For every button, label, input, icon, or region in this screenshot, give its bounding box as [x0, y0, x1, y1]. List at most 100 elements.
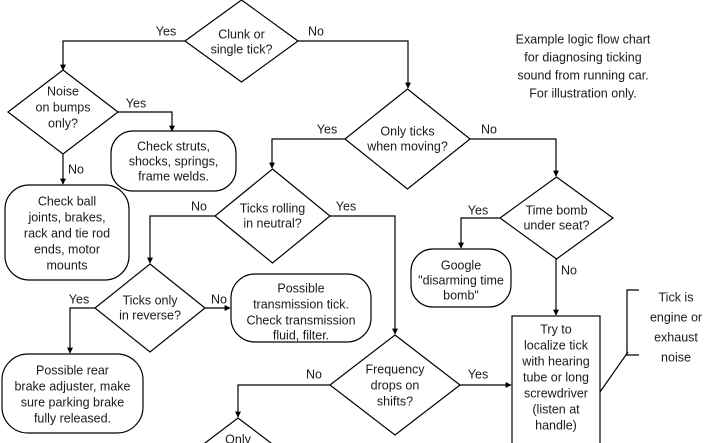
node-label-line: localize tick [524, 338, 589, 352]
diamond-shape [214, 168, 331, 264]
caption-line: sound from running car. [517, 68, 648, 82]
rounded-shape [4, 184, 130, 281]
node-clunk-or-single-tick[interactable]: Clunk or single tick? [183, 0, 300, 83]
rounded-shape [230, 273, 372, 343]
leader-localize-to-annotation [599, 351, 629, 393]
edge-label-bumps-no: No [68, 162, 84, 176]
node-label-line: screwdriver [524, 386, 588, 400]
node-label-line: frame welds. [138, 169, 209, 183]
diamond-shape [94, 263, 206, 353]
annotation-line: Tick is [659, 290, 694, 304]
edge-label-moving-yes: Yes [317, 122, 337, 136]
node-label-line: Possible [277, 281, 324, 295]
edge-bumps-yes-struts [118, 111, 175, 132]
node-label-line: transmission tick. [253, 297, 349, 311]
node-label-line: ends, motor [34, 242, 100, 256]
edge-label-clunk-yes: Yes [156, 24, 176, 38]
edge-label-reverse-yes: Yes [69, 292, 89, 306]
node-label-line: brake adjuster, make [14, 379, 130, 393]
node-label-line: Try to [540, 322, 572, 336]
node-label-line: joints, brakes, [27, 210, 105, 224]
node-label-line: (listen at [532, 402, 580, 416]
caption-line: For illustration only. [529, 86, 636, 100]
node-possible-rear-brake-adjuster[interactable]: Possible rear brake adjuster, make sure … [1, 353, 144, 434]
node-label-line: Time bomb [525, 203, 587, 217]
edge-reverse-yes-rearbrake [67, 307, 95, 354]
diamond-shape [204, 417, 272, 443]
node-label-line: "disarming time [418, 273, 504, 287]
node-label-line: Ticks only [122, 293, 178, 307]
chart-caption: Example logic flow chart for diagnosing … [516, 32, 651, 100]
diamond-shape [344, 88, 471, 190]
node-only-ticks-when-moving[interactable]: Only ticks when moving? [344, 88, 471, 190]
edge-label-neutral-no: No [191, 199, 207, 213]
diamond-shape [329, 334, 461, 436]
node-label-line: Noise [47, 84, 79, 98]
bracket-icon [626, 289, 639, 356]
node-label-line: fluid, filter. [273, 328, 329, 342]
node-label-line: in neutral? [243, 216, 301, 230]
edge-frequency-no-only [235, 384, 330, 418]
node-label-line: Check transmission [246, 313, 355, 327]
node-label-line: when moving? [366, 139, 448, 153]
annotation-line: noise [661, 350, 691, 364]
node-label-line: with hearing [521, 354, 589, 368]
diamond-shape [7, 69, 119, 155]
caption-line: Example logic flow chart [516, 32, 651, 46]
edge-label-timebomb-no: No [561, 263, 577, 277]
rounded-shape [410, 248, 512, 308]
edge-moving-yes-neutral [269, 138, 345, 169]
node-label-line: only? [48, 116, 78, 130]
node-check-struts[interactable]: Check struts, shocks, springs, frame wel… [110, 130, 237, 192]
node-label-line: Possible rear [36, 363, 109, 377]
node-label-line: Check struts, [137, 139, 210, 153]
node-label-line: single tick? [211, 42, 273, 56]
rect-shape [511, 315, 601, 443]
node-label-line: shifts? [377, 394, 413, 408]
node-ticks-only-in-reverse[interactable]: Ticks only in reverse? [94, 263, 206, 353]
edge-timebomb-yes-google [458, 217, 500, 249]
node-label-line: shocks, springs, [129, 154, 219, 168]
node-label-line: mounts [47, 258, 88, 272]
edge-label-clunk-no: No [308, 24, 324, 38]
node-label-line: Clunk or [218, 27, 265, 41]
node-label-line: in reverse? [119, 308, 181, 322]
diamond-shape [498, 176, 615, 260]
edge-label-reverse-no: No [211, 292, 227, 306]
edge-neutral-yes-frequency [330, 215, 398, 335]
node-label-line: drops on [371, 378, 420, 392]
edge-label-layer: Yes No Yes No Yes No No Yes Yes No Yes N… [68, 24, 577, 381]
node-time-bomb-under-seat[interactable]: Time bomb under seat? [498, 176, 615, 260]
edge-neutral-no-reverse [147, 215, 215, 264]
node-try-to-localize-tick[interactable]: Try to localize tick with hearing tube o… [511, 315, 601, 443]
edge-label-frequency-no: No [306, 367, 322, 381]
node-check-ball-joints[interactable]: Check ball joints, brakes, rack and tie … [4, 184, 130, 281]
node-ticks-rolling-in-neutral[interactable]: Ticks rolling in neutral? [214, 168, 331, 264]
node-only-clipped[interactable]: Only [180, 417, 296, 443]
node-label-line: under seat? [523, 218, 589, 232]
rounded-shape [1, 353, 144, 434]
node-possible-transmission-tick[interactable]: Possible transmission tick. Check transm… [230, 273, 372, 343]
node-noise-on-bumps[interactable]: Noise on bumps only? [7, 69, 119, 155]
edge-label-bumps-yes: Yes [126, 96, 146, 110]
node-label-line: rack and tie rod [24, 226, 110, 240]
diamond-shape [183, 0, 300, 83]
caption-line: for diagnosing ticking [524, 50, 641, 64]
node-label-line: handle) [535, 418, 577, 432]
edge-label-frequency-yes: Yes [468, 367, 488, 381]
node-label-line: fully released. [34, 411, 111, 425]
node-google-disarming-time-bomb[interactable]: Google "disarming time bomb" [410, 248, 512, 308]
edge-label-neutral-yes: Yes [336, 199, 356, 213]
node-label-line: sure parking brake [21, 395, 125, 409]
node-label-line: Ticks rolling [240, 201, 306, 215]
annotation-line: engine or [650, 310, 702, 324]
edge-clunk-no-moving [298, 40, 411, 89]
connector-layer [60, 40, 629, 418]
node-label-line: Only [225, 432, 251, 443]
node-label-line: tube or long [523, 370, 589, 384]
node-frequency-drops-on-shifts[interactable]: Frequency drops on shifts? [329, 334, 461, 436]
node-label-line: Only ticks [380, 124, 434, 138]
node-label-line: Frequency [365, 362, 425, 376]
